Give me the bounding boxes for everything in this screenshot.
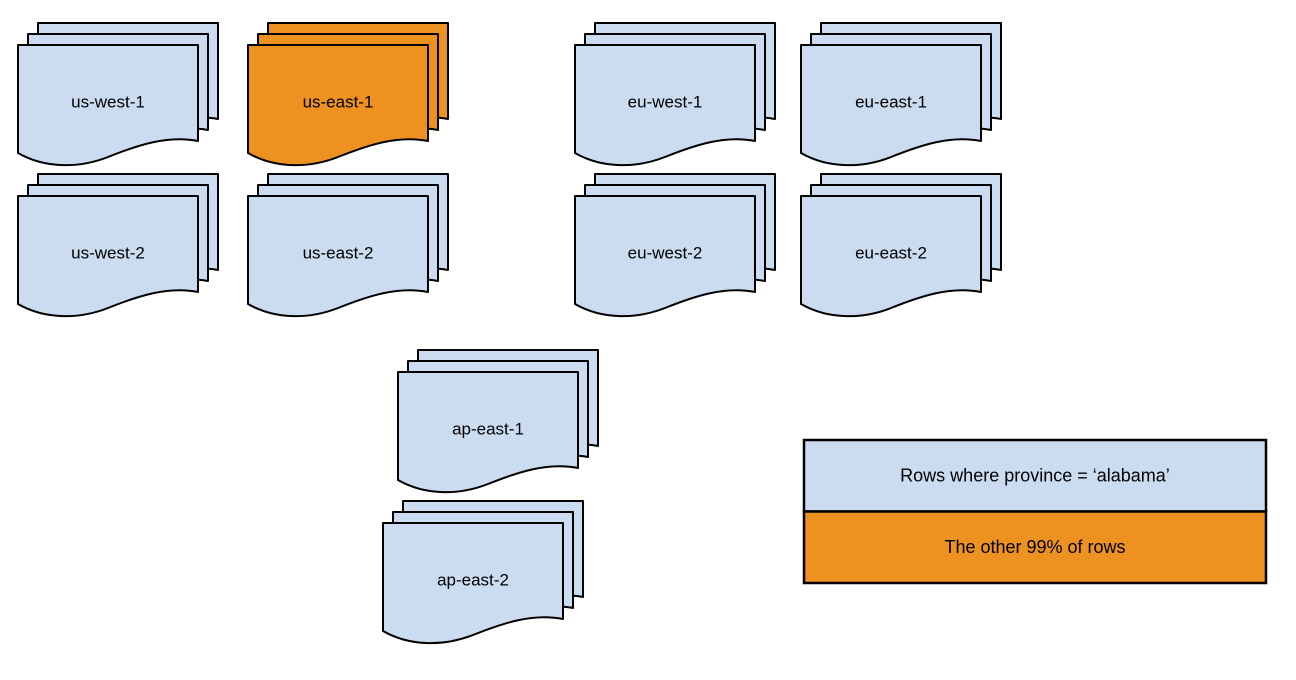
doc-stack-eu-west-2[interactable]: eu-west-2: [574, 173, 776, 318]
legend-swatch-other-rows: [802, 510, 1268, 585]
doc-stack-eu-east-2[interactable]: eu-east-2: [800, 173, 1002, 318]
legend-group: Rows where province = ‘alabama’ The other…: [802, 438, 1268, 585]
doc-stack-ap-east-2[interactable]: ap-east-2: [382, 500, 584, 645]
legend-swatch-alabama-rows: [802, 438, 1268, 513]
stack-group: us-west-1 us-east-1 eu-west-1 eu-east-1 us-w…: [17, 22, 1002, 645]
legend-row-other-rows: The other 99% of rows: [802, 510, 1268, 585]
stack-label-eu-west-2: eu-west-2: [628, 243, 703, 262]
legend-label-other-rows: The other 99% of rows: [944, 537, 1125, 557]
legend-row-alabama-rows: Rows where province = ‘alabama’: [802, 438, 1268, 513]
doc-stack-eu-east-1[interactable]: eu-east-1: [800, 22, 1002, 167]
stack-label-ap-east-1: ap-east-1: [452, 419, 524, 438]
stack-label-us-west-1: us-west-1: [71, 92, 145, 111]
stack-label-eu-east-2: eu-east-2: [855, 243, 927, 262]
doc-stack-ap-east-1[interactable]: ap-east-1: [397, 349, 599, 494]
stack-label-ap-east-2: ap-east-2: [437, 570, 509, 589]
legend-label-alabama-rows: Rows where province = ‘alabama’: [900, 466, 1170, 486]
doc-stack-us-west-1[interactable]: us-west-1: [17, 22, 219, 167]
doc-stack-eu-west-1[interactable]: eu-west-1: [574, 22, 776, 167]
stack-label-eu-west-1: eu-west-1: [628, 92, 703, 111]
doc-stack-us-east-2[interactable]: us-east-2: [247, 173, 449, 318]
stack-label-us-east-2: us-east-2: [303, 243, 374, 262]
stack-label-us-east-1: us-east-1: [303, 92, 374, 111]
doc-stack-us-west-2[interactable]: us-west-2: [17, 173, 219, 318]
doc-stack-us-east-1[interactable]: us-east-1: [247, 22, 449, 167]
stack-label-us-west-2: us-west-2: [71, 243, 145, 262]
stack-label-eu-east-1: eu-east-1: [855, 92, 927, 111]
